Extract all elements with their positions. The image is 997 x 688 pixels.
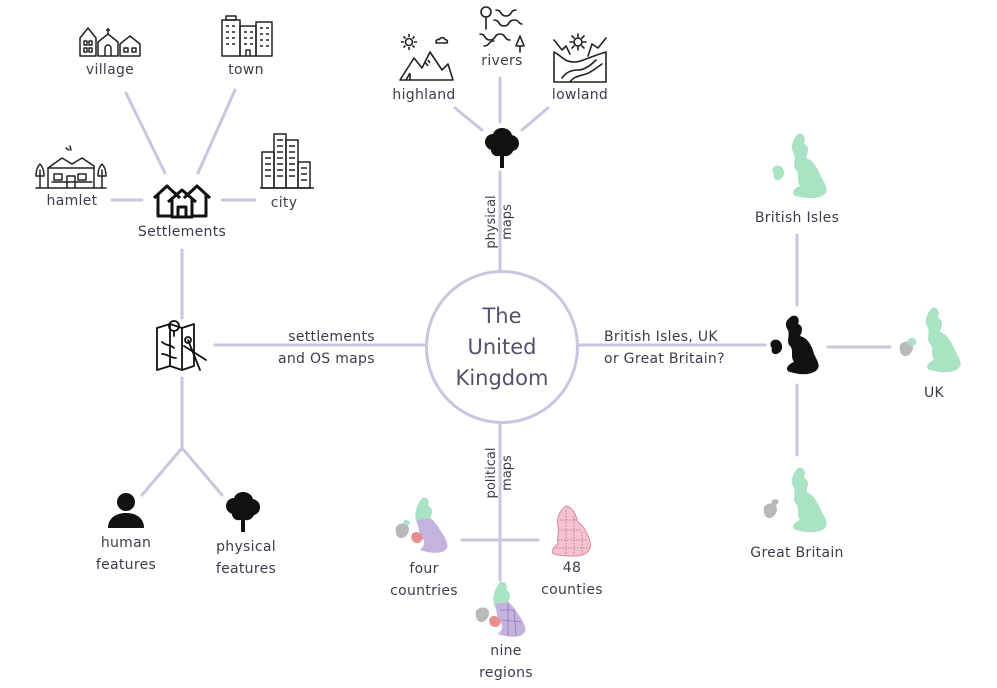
branch-label-settlements-os: settlements and OS maps — [278, 329, 375, 367]
mountain-sun-icon — [399, 34, 454, 81]
uk-label: UK — [923, 385, 945, 401]
nine-regions-label: nine regions — [479, 643, 533, 681]
hamlet-icon — [35, 145, 107, 189]
settlements-label: Settlements — [137, 224, 227, 240]
connector-physical-features — [180, 446, 224, 497]
counties-label: 48 counties — [541, 560, 603, 598]
central-topic: The United Kingdom — [425, 270, 579, 424]
uk-map-dark-icon — [770, 315, 819, 375]
map-british-isles-icon — [772, 133, 827, 199]
map-uk-icon — [899, 307, 961, 373]
lowland-label: lowland — [551, 87, 609, 103]
person-icon — [108, 493, 144, 528]
connector-human-features — [140, 446, 184, 497]
rivers-label: rivers — [481, 53, 523, 69]
highland-label: highland — [392, 87, 456, 103]
town-label: town — [228, 62, 264, 78]
connector-highland — [453, 106, 484, 132]
branch-label-physical-maps: physical maps — [484, 195, 515, 249]
hamlet-label: hamlet — [46, 193, 98, 209]
map-pin-compass-icon — [156, 320, 207, 371]
branch-label-political-maps: political maps — [484, 447, 515, 499]
river-icon — [479, 6, 525, 53]
tree-features-icon — [226, 492, 260, 532]
connector-lowland — [520, 106, 550, 132]
map-great-britain-icon — [763, 467, 827, 533]
village-icon — [79, 27, 141, 57]
city-label: city — [270, 195, 298, 211]
great-britain-label: Great Britain — [750, 545, 844, 561]
central-topic-title: The United Kingdom — [455, 303, 549, 390]
connector-village — [124, 91, 167, 175]
map-counties-icon — [551, 505, 591, 557]
map-four-countries-icon — [395, 497, 448, 553]
map-nine-regions-icon — [475, 581, 526, 637]
branch-label-identity: British Isles, UK or Great Britain? — [604, 329, 725, 367]
connector-town — [196, 88, 237, 175]
houses-icon — [152, 184, 212, 219]
physical-features-label: physical features — [215, 539, 277, 577]
town-building-icon — [221, 15, 273, 57]
human-features-label: human features — [95, 535, 157, 573]
tree-icon — [485, 128, 519, 168]
valley-icon — [553, 33, 607, 83]
british-isles-label: British Isles — [754, 210, 840, 226]
city-skyline-icon — [260, 133, 314, 189]
four-countries-label: four countries — [390, 561, 458, 599]
village-label: village — [85, 62, 135, 78]
